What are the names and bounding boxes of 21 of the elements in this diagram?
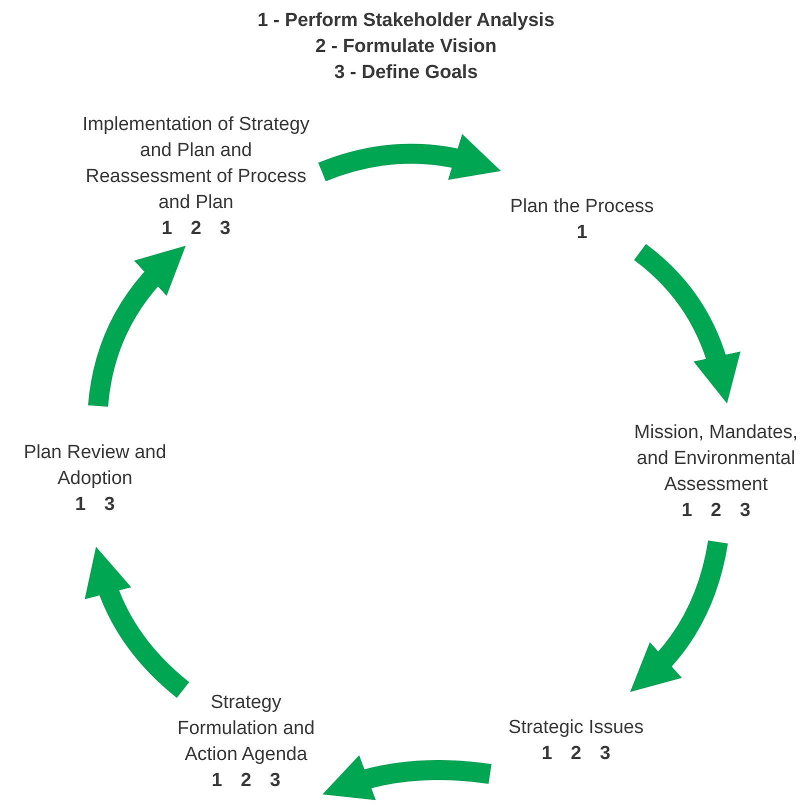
arrow: [322, 756, 492, 801]
step-name: Implementation of Strategy and Plan and Reassessment of Process and Plan: [81, 113, 311, 215]
goal-note: 3 - Define Goals: [333, 61, 479, 85]
goal-numbers: 1 2 3: [210, 769, 282, 793]
goal-numbers: 1 2 3: [680, 499, 752, 523]
goal-numbers: 1 2 3: [540, 742, 612, 766]
arrow: [88, 245, 186, 408]
step-name: Strategic Issues: [507, 716, 645, 740]
goal-numbers: 1 2 3: [160, 217, 232, 241]
goal-note: 2 - Formulate Vision: [314, 35, 498, 59]
arrow: [318, 134, 502, 182]
goal-note: 1 - Perform Stakeholder Analysis: [256, 9, 556, 33]
arrow: [86, 546, 190, 698]
arrow: [634, 244, 740, 404]
step-name: Strategy Formulation and Action Agenda: [176, 691, 316, 767]
step-name: Plan the Process: [509, 195, 655, 219]
arrow: [630, 540, 728, 693]
goal-numbers: 1 3: [74, 493, 116, 517]
step-name: Plan Review and Adoption: [22, 441, 168, 491]
goal-numbers: 1: [576, 221, 588, 245]
step-name: Mission, Mandates, and Environmental Assessment: [633, 421, 799, 497]
